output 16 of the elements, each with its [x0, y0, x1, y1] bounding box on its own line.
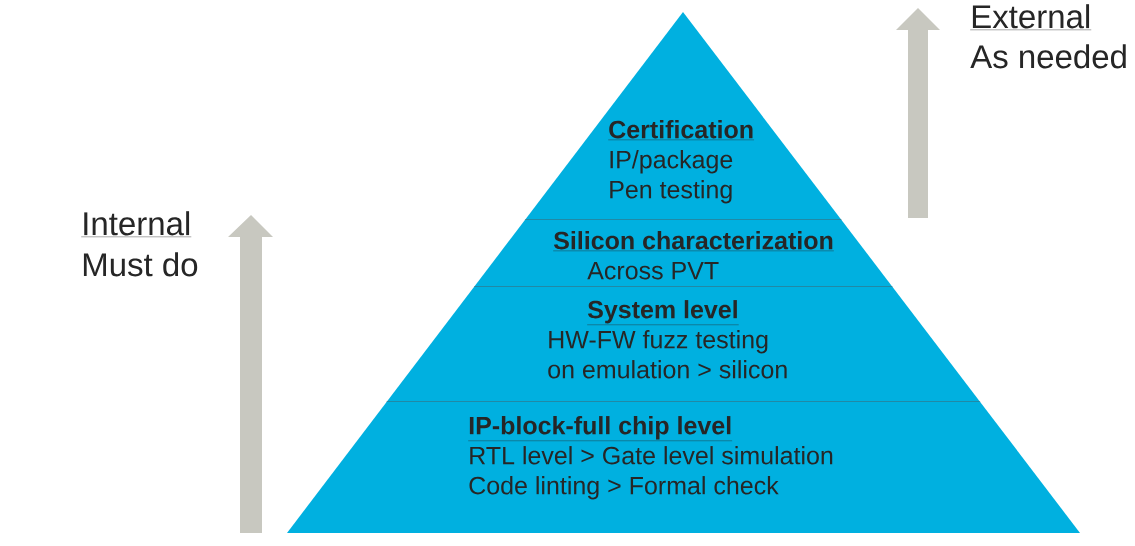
- node-label: Pen testing: [610, 180, 732, 204]
- side-label: As needed: [970, 44, 1126, 69]
- pyramid-tier: IP-block-full chip level RTL level > Gate level simulation Code linting > Formal check: [287, 402, 1080, 533]
- side-label: Internal: [81, 211, 192, 237]
- node-label: Across PVT: [587, 261, 719, 280]
- node-label: HW-FW fuzz testing on emulation > silicon: [548, 330, 787, 379]
- node-label: Silicon characterization: [553, 231, 833, 250]
- node-label: Code linting > Formal check: [469, 476, 779, 500]
- side-label: External: [970, 4, 1092, 31]
- node-label: System level: [587, 300, 737, 324]
- node-label: Certification: [609, 120, 753, 139]
- node-label: IP/package: [610, 150, 733, 174]
- pyramid-tier: Silicon characterization Across PVT: [474, 220, 893, 287]
- node-label: RTL level > Gate level simulation: [470, 446, 833, 465]
- node-label: IP-block-full chip level: [469, 416, 731, 440]
- side-label: Must do: [83, 252, 198, 277]
